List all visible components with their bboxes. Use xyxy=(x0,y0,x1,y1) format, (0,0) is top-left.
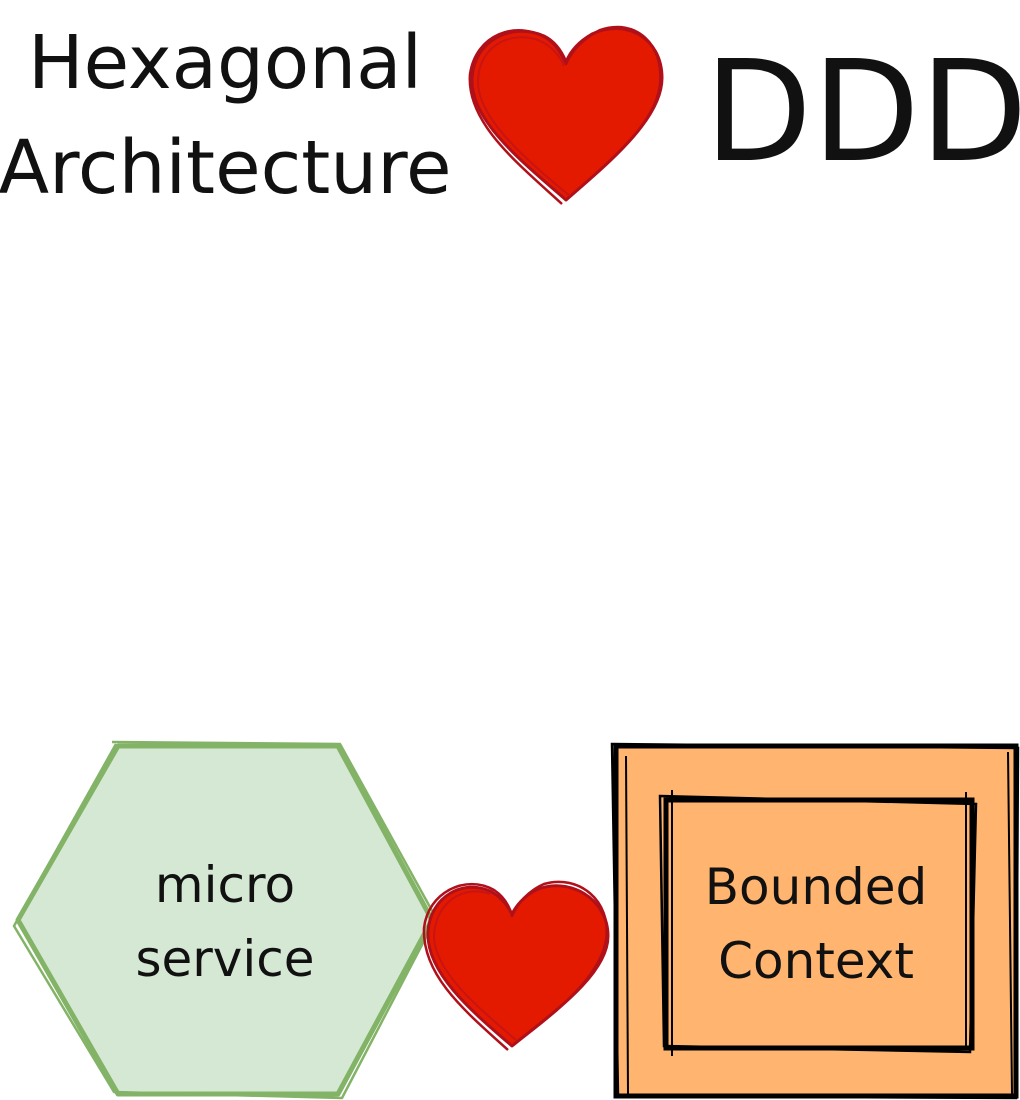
title-ddd: DDD xyxy=(704,31,1020,194)
title-hexagonal: Hexagonal xyxy=(28,20,422,106)
heart-icon xyxy=(468,25,664,205)
connector-heart-icon xyxy=(422,880,610,1051)
bounded-context-box xyxy=(610,742,1020,1100)
microservice-hexagon xyxy=(12,740,438,1100)
hexagon-label-service: service xyxy=(135,930,314,988)
box-label-context: Context xyxy=(718,932,914,990)
title-architecture: Architecture xyxy=(0,125,452,211)
box-label-bounded: Bounded xyxy=(705,858,928,916)
hexagon-label-micro: micro xyxy=(155,856,295,914)
